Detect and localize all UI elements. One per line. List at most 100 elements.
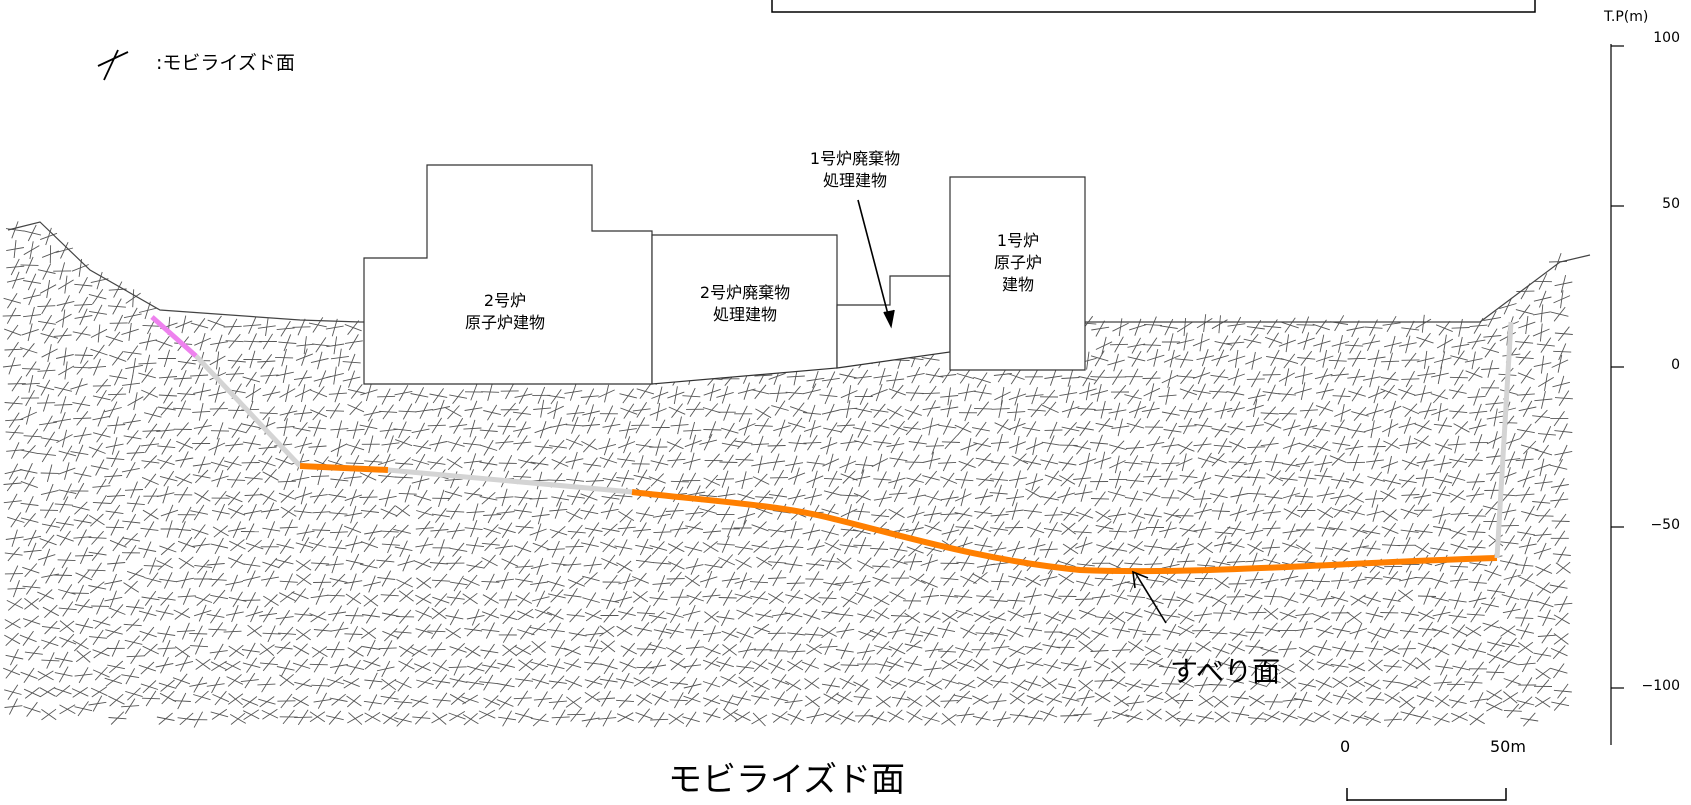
mobilized-plane-mark [649,644,666,649]
mobilized-plane-mark [1382,424,1398,432]
mobilized-plane-mark [1349,579,1367,583]
mobilized-plane-mark [1368,632,1385,638]
mobilized-plane-mark [176,441,193,448]
mobilized-plane-mark [1500,627,1516,636]
mobilized-plane-mark [105,678,122,683]
mobilized-plane-mark [57,301,75,305]
mobilized-plane-mark [1129,325,1146,330]
mobilized-plane-mark [890,548,908,551]
mobilized-plane-mark [750,596,768,600]
mobilized-plane-mark [1060,716,1078,717]
mobilized-plane-mark [345,495,362,501]
mobilized-plane-mark [57,435,73,443]
mobilized-plane-mark [124,314,142,318]
mobilized-plane-mark [122,468,140,472]
mobilized-plane-mark [888,630,906,633]
mobilized-plane-mark [872,566,890,567]
mobilized-plane-mark [704,648,721,654]
mobilized-plane-mark [1401,379,1419,380]
mobilized-plane-mark [416,680,433,685]
mobilized-plane-mark [429,442,447,446]
mobilized-plane-mark [1109,613,1124,622]
mobilized-plane-mark [892,697,910,700]
mobilized-plane-mark [446,616,464,619]
mobilized-plane-mark [346,560,364,564]
mobilized-plane-mark [514,546,531,552]
mobilized-plane-mark [654,630,672,634]
mobilized-plane-mark [1435,479,1453,483]
mobilized-plane-mark [227,677,243,685]
mobilized-plane-mark [821,530,838,535]
mobilized-plane-mark [1247,379,1265,380]
mobilized-plane-mark [1007,547,1024,552]
mobilized-plane-mark [787,583,805,584]
mobilized-plane-mark [907,547,924,553]
mobilized-plane-mark [41,640,58,646]
mobilized-plane-mark [803,442,821,443]
mobilized-plane-mark [926,681,942,689]
mobilized-plane-mark [310,495,328,498]
mobilized-plane-mark [683,611,701,616]
mobilized-plane-mark [820,646,838,647]
mobilized-plane-mark [1430,548,1448,551]
mobilized-plane-mark [175,477,192,484]
mobilized-plane-mark [807,476,824,483]
mobilized-plane-mark [1366,613,1384,617]
mobilized-plane-mark [1025,577,1041,585]
mobilized-plane-mark [547,395,565,398]
mobilized-plane-mark [194,565,212,567]
mobilized-plane-mark [1331,664,1349,667]
mobilized-plane-mark [600,457,617,463]
mobilized-plane-mark [769,494,787,497]
mobilized-plane-mark [1517,701,1535,706]
mobilized-plane-mark [1351,715,1368,720]
mobilized-plane-mark [21,672,38,678]
mobilized-plane-mark [1383,480,1401,484]
mobilized-plane-mark [89,447,106,454]
mobilized-plane-mark [1044,528,1062,531]
mobilized-plane-mark [128,397,144,406]
mobilized-plane-mark [958,683,975,688]
mobilized-plane-mark [143,510,159,519]
mobilized-plane-mark [24,231,42,235]
mobilized-plane-mark [1331,426,1349,429]
mobilized-plane-mark [974,408,992,409]
mobilized-plane-mark [1007,630,1024,637]
mobilized-plane-mark [1449,615,1467,618]
mobilized-plane-mark [938,462,956,463]
mobilized-plane-mark [825,543,841,551]
mobilized-plane-mark [1334,409,1351,416]
mobilized-plane-mark [1022,427,1040,430]
mobilized-plane-mark [620,394,638,398]
mobilized-plane-mark [854,493,871,500]
mobilized-plane-mark [4,635,20,644]
mobilized-plane-mark [399,661,415,669]
mobilized-plane-mark [992,409,1010,410]
mobilized-plane-mark [909,576,925,584]
mobilized-plane-mark [1516,310,1533,315]
mobilized-plane-mark [837,425,855,426]
mobilized-plane-mark [905,644,923,648]
mobilized-plane-mark [309,543,326,548]
mobilized-plane-mark [343,377,361,381]
mobilized-plane-mark [841,665,859,666]
mobilized-plane-mark [836,694,852,702]
mobilized-plane-mark [395,681,411,688]
mobilized-plane-mark [447,597,465,599]
mobilized-plane-mark [1401,683,1418,688]
mobilized-plane-mark [414,495,431,500]
mobilized-plane-mark [1283,443,1300,449]
mobilized-plane-mark [38,321,56,324]
mobilized-plane-mark [787,651,805,652]
mobilized-plane-mark [449,667,467,668]
mobilized-plane-mark [752,662,768,670]
mobilized-plane-mark [311,563,329,564]
mobilized-plane-mark [671,481,689,482]
mobilized-plane-mark [788,473,805,480]
mobilized-plane-mark [450,694,466,703]
mobilized-plane-mark [93,396,111,400]
mobilized-plane-mark [1011,682,1027,690]
scale-bar-end-label: 50m [1490,737,1526,756]
mobilized-plane-mark [127,656,145,657]
mobilized-plane-mark [1196,593,1213,598]
